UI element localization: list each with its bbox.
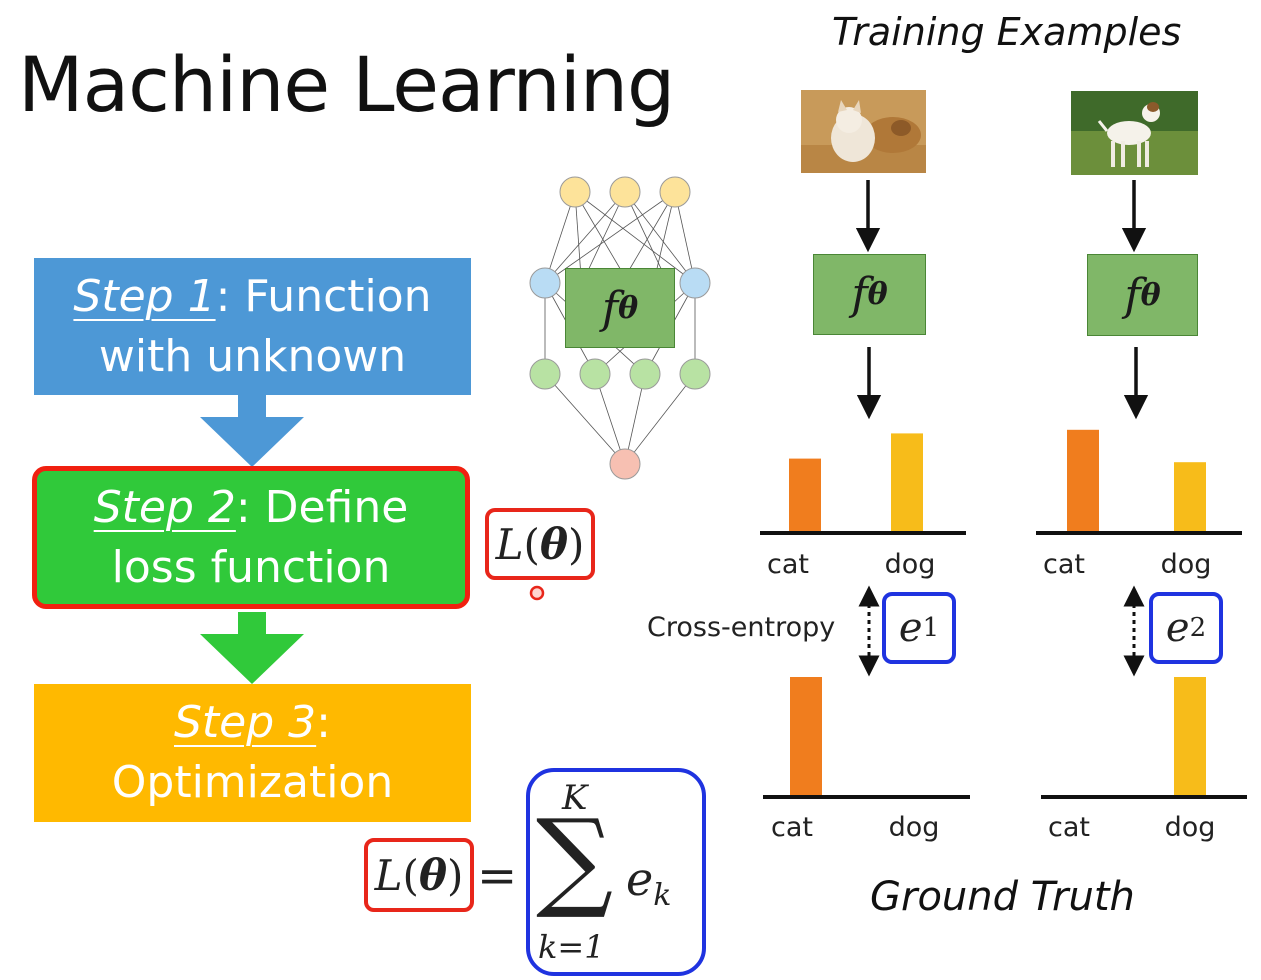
chart1-bar-cat — [789, 458, 821, 533]
step3-rest: : — [316, 697, 331, 748]
e2-e: e — [1165, 605, 1190, 651]
eq-L: L — [374, 850, 403, 900]
equation-equals: = — [477, 848, 518, 904]
step3-line2: Optimization — [111, 757, 394, 808]
chart2-bar-dog — [1174, 462, 1206, 533]
cross-entropy-label: Cross-entropy — [647, 612, 836, 643]
neural-network-icon — [529, 176, 711, 480]
sum-term: ek — [626, 852, 671, 913]
chart4-label-cat: cat — [1048, 812, 1090, 843]
e1-e: e — [898, 605, 923, 651]
chart1-label-cat: cat — [767, 549, 809, 580]
chart2-label-dog: dog — [1161, 549, 1212, 580]
sum-upper-limit: K — [562, 778, 588, 818]
arrow-step2-to-step3 — [200, 612, 304, 684]
chart3-label-cat: cat — [771, 812, 813, 843]
chart4-label-dog: dog — [1165, 812, 1216, 843]
training-examples-label: Training Examples — [832, 10, 1182, 54]
loss-paren-open: ( — [523, 519, 540, 569]
eq-paren-open: ( — [402, 850, 419, 900]
step1-rest: : Function — [215, 270, 432, 322]
slide-title: Machine Learning — [18, 40, 675, 129]
ground-truth-label: Ground Truth — [870, 874, 1135, 920]
chart2-label-cat: cat — [1043, 549, 1085, 580]
step3-name: Step 3 — [174, 697, 317, 748]
equation-loss-box: L(θ) — [364, 838, 474, 912]
chart4-bar-dog — [1174, 677, 1206, 797]
f1-f: f — [851, 269, 868, 320]
eq-paren-close: ) — [446, 850, 464, 900]
chart3-bar-cat — [790, 677, 822, 797]
sum-term-k: k — [653, 878, 672, 914]
step2-box: Step 2: Define loss function — [32, 466, 470, 609]
eq-theta: θ — [418, 850, 447, 900]
step2-rest: : Define — [235, 481, 409, 533]
step1-box: Step 1: Function with unknown — [34, 258, 471, 395]
loss-paren-close: ) — [567, 519, 585, 569]
cat-photo-icon — [801, 90, 926, 173]
sum-lower-limit: k=1 — [538, 928, 605, 966]
loss-L: L — [495, 519, 524, 569]
network-f: f — [601, 282, 619, 334]
cursor-dot-icon — [529, 585, 545, 601]
chart1-label-dog: dog — [885, 549, 936, 580]
e1-sub: 1 — [922, 613, 940, 643]
sum-term-e: e — [626, 852, 654, 906]
step2-name: Step 2 — [93, 481, 236, 533]
dog-photo-icon — [1071, 91, 1198, 175]
sigma-symbol: ∑ — [536, 797, 614, 922]
chart1-bar-dog — [891, 433, 923, 533]
arrow-step1-to-step2 — [200, 395, 304, 467]
sum-box: K ∑ k=1 ek — [526, 768, 706, 976]
loss-theta: θ — [539, 519, 568, 569]
loss-theta-box: L(θ) — [485, 508, 595, 580]
chart3-label-dog: dog — [889, 812, 940, 843]
step3-box: Step 3: Optimization — [34, 684, 471, 822]
f2-theta: θ — [1140, 277, 1161, 313]
step1-line2: with unknown — [98, 330, 407, 382]
f2-f: f — [1124, 269, 1141, 321]
chart2-bar-cat — [1067, 429, 1099, 533]
e2-sub: 2 — [1189, 613, 1207, 643]
step2-line2: loss function — [111, 541, 391, 593]
network-f-theta: θ — [618, 290, 639, 326]
step1-name: Step 1 — [73, 270, 216, 322]
f1-theta: θ — [867, 277, 888, 312]
